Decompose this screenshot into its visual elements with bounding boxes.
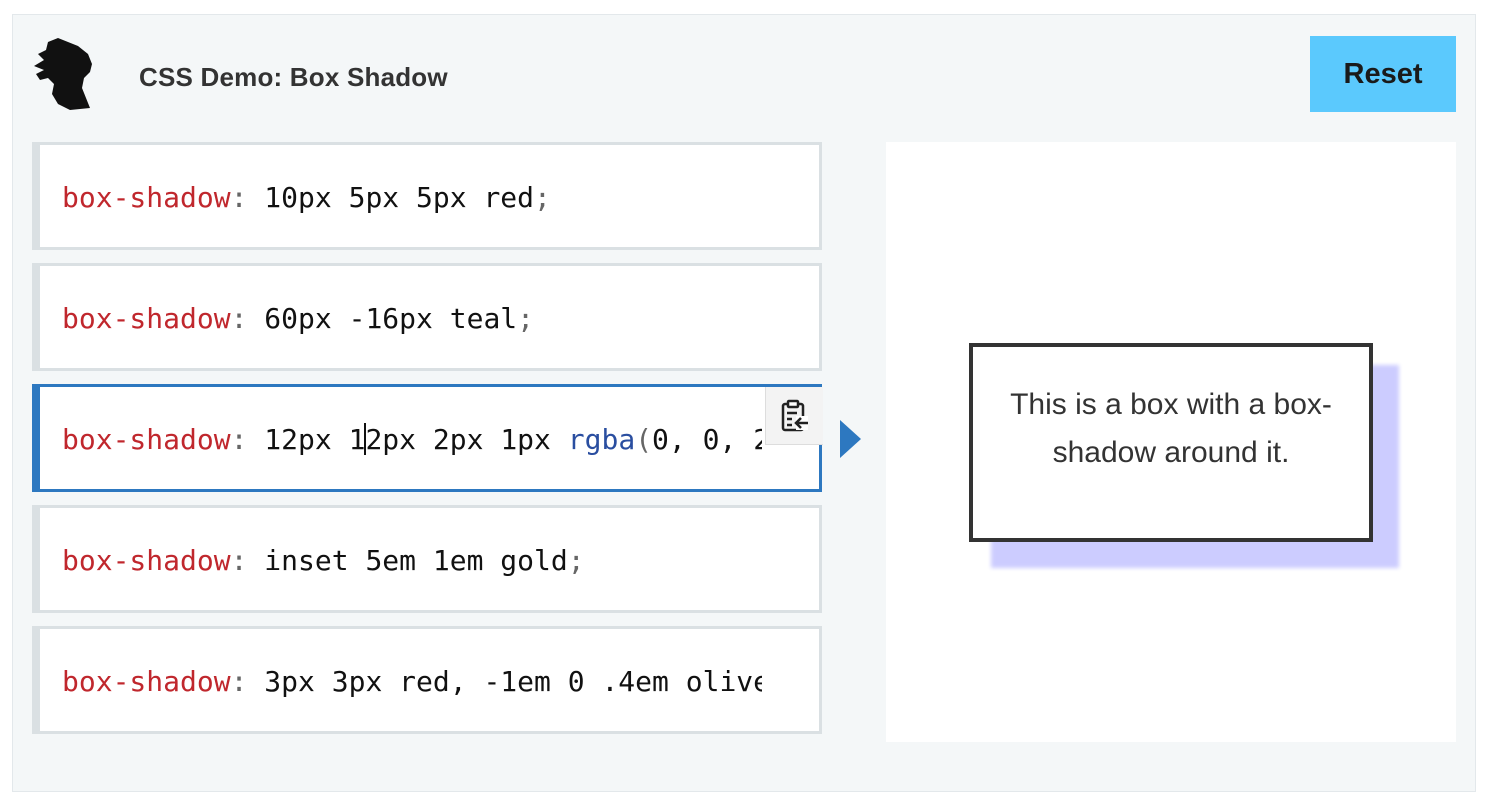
choice-3-active[interactable]: box-shadow: 12px 12px 2px 1px rgba(0, 0,… bbox=[32, 384, 823, 492]
choice-1[interactable]: box-shadow: 10px 5px 5px red; bbox=[32, 142, 822, 250]
css-value: 10px 5px 5px red bbox=[264, 181, 535, 214]
dinosaur-logo-icon bbox=[34, 38, 92, 110]
text-caret bbox=[364, 423, 367, 455]
clipboard-copy-icon bbox=[781, 399, 808, 431]
example-element: This is a box with a box-shadow around i… bbox=[969, 343, 1373, 542]
choice-code-editor[interactable]: box-shadow: 12px 12px 2px 1px rgba(0, 0,… bbox=[62, 423, 762, 457]
css-value-after-caret: 2px 2px 1px bbox=[365, 423, 568, 456]
css-value: inset 5em 1em gold bbox=[264, 544, 568, 577]
css-property: box-shadow bbox=[62, 423, 231, 456]
css-property: box-shadow bbox=[62, 665, 231, 698]
css-value-before-caret: 12px 1 bbox=[264, 423, 366, 456]
css-function-args: 0, 0, 2 bbox=[652, 423, 762, 456]
css-property: box-shadow bbox=[62, 544, 231, 577]
choice-2[interactable]: box-shadow: 60px -16px teal; bbox=[32, 263, 822, 371]
choice-4[interactable]: box-shadow: inset 5em 1em gold; bbox=[32, 505, 822, 613]
choice-code[interactable]: box-shadow: inset 5em 1em gold; bbox=[62, 544, 585, 577]
choice-code[interactable]: box-shadow: 10px 5px 5px red; bbox=[62, 181, 551, 214]
choice-5[interactable]: box-shadow: 3px 3px red, -1em 0 .4em oli… bbox=[32, 626, 822, 734]
css-property: box-shadow bbox=[62, 181, 231, 214]
css-property: box-shadow bbox=[62, 302, 231, 335]
copy-button[interactable] bbox=[765, 387, 823, 445]
choice-code[interactable]: box-shadow: 60px -16px teal; bbox=[62, 302, 535, 335]
css-value: 3px 3px red, -1em 0 .4em olive bbox=[264, 665, 762, 698]
page-title: CSS Demo: Box Shadow bbox=[139, 62, 448, 92]
css-function: rgba bbox=[567, 423, 636, 456]
css-value: 60px -16px teal bbox=[264, 302, 518, 335]
reset-button[interactable]: Reset bbox=[1310, 36, 1456, 112]
play-arrow-icon bbox=[840, 420, 861, 458]
choice-code[interactable]: box-shadow: 3px 3px red, -1em 0 .4em oli… bbox=[62, 665, 762, 699]
